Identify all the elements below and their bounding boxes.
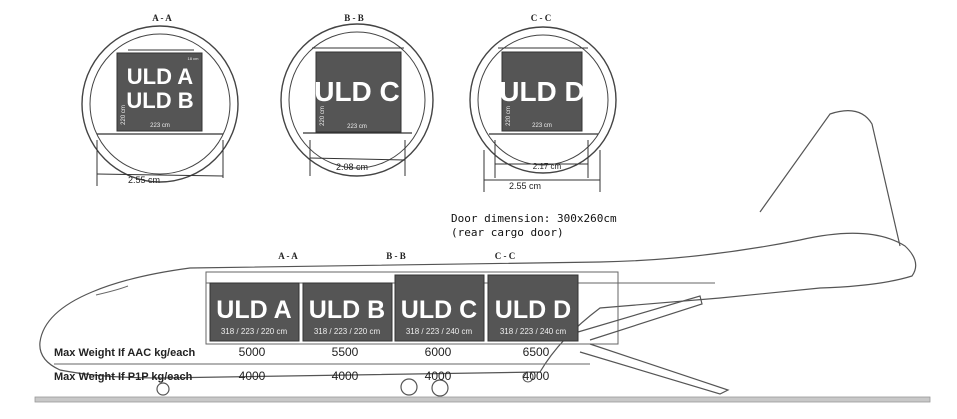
uld-c-dims: 318 / 223 / 240 cm — [406, 327, 473, 336]
uld-c-box: ULD C 318 / 223 / 240 cm — [394, 274, 485, 342]
section-aa-width-label: 223 cm — [150, 123, 170, 129]
uld-a-name: ULD A — [216, 296, 291, 324]
weight-table: Max Weight If AAC kg/each Max Weight If … — [54, 345, 590, 383]
side-marker-aa: A - A — [278, 251, 298, 261]
vertical-tail — [759, 110, 901, 247]
door-note-text: (rear cargo door) — [451, 226, 564, 239]
section-aa-bottom-label: 2.55 cm — [128, 175, 160, 185]
main-wheel-2 — [431, 379, 449, 397]
aac-weight-uld-c: 6000 — [425, 345, 452, 359]
uld-b-dims: 318 / 223 / 220 cm — [314, 327, 381, 336]
section-bb-title: B - B — [344, 13, 364, 23]
cockpit-line — [95, 285, 129, 296]
section-aa-outer-circle — [81, 25, 239, 183]
uld-b-box: ULD B 318 / 223 / 220 cm — [302, 282, 393, 342]
cargo-door-open — [579, 343, 730, 395]
section-bb-uld-box — [315, 51, 402, 133]
uld-d-dims: 318 / 223 / 240 cm — [500, 327, 567, 336]
p1p-weight-uld-c: 4000 — [425, 369, 452, 383]
section-aa-title: A - A — [152, 13, 172, 23]
section-aa-corner-label: 18 cm — [188, 56, 200, 61]
section-cc-outer-circle — [469, 26, 617, 174]
p1p-weight-uld-a: 4000 — [239, 369, 266, 383]
nose-wheel — [156, 382, 170, 396]
section-cc: C - C ULD D 223 cm 220 cm 2.17 cm 2.55 c… — [469, 13, 617, 192]
section-aa: A - A ULD A ULD B 223 cm 220 cm 18 cm 2.… — [81, 13, 239, 186]
uld-d-box: ULD D 318 / 223 / 240 cm — [487, 274, 579, 342]
section-aa-height-label: 220 cm — [121, 105, 127, 125]
uld-d-name: ULD D — [495, 296, 571, 324]
section-bb-height-label: 220 cm — [320, 106, 326, 126]
side-marker-bb: B - B — [386, 251, 406, 261]
aac-weight-uld-b: 5500 — [332, 345, 359, 359]
section-cc-inner-circle — [477, 34, 609, 166]
uld-b-name: ULD B — [309, 296, 385, 324]
aac-weight-label: Max Weight If AAC kg/each — [54, 347, 195, 359]
section-aa-uld-b-label: ULD B — [126, 88, 193, 113]
p1p-weight-uld-b: 4000 — [332, 369, 359, 383]
section-cc-uld-label: ULD D — [499, 76, 585, 107]
section-bb-dim-line — [309, 157, 406, 161]
wheel-fairing — [522, 371, 534, 383]
section-cc-height-label: 220 cm — [506, 106, 512, 126]
uld-a-box: ULD A 318 / 223 / 220 cm — [209, 282, 300, 342]
section-aa-uld-box — [116, 52, 203, 132]
section-bb-width-label: 223 cm — [347, 124, 367, 130]
side-marker-cc: C - C — [495, 251, 516, 261]
section-cc-bottom-label: 2.55 cm — [509, 181, 541, 191]
section-cc-uld-box — [501, 51, 583, 132]
section-bb-bottom-label: 2.08 cm — [336, 162, 368, 172]
p1p-weight-label: Max Weight If P1P kg/each — [54, 371, 193, 383]
aac-weight-uld-a: 5000 — [239, 345, 266, 359]
section-bb-inner-circle — [288, 31, 426, 169]
cargo-hold-frame — [205, 271, 619, 345]
section-cc-width-label: 223 cm — [532, 123, 552, 129]
section-cc-inner-label: 2.17 cm — [533, 162, 562, 171]
main-wheel-1 — [400, 378, 418, 396]
section-bb-outer-circle — [280, 23, 434, 177]
section-aa-uld-a-label: ULD A — [127, 64, 194, 89]
uld-c-name: ULD C — [401, 296, 477, 324]
aac-weight-uld-d: 6500 — [523, 345, 550, 359]
section-bb: B - B ULD C 223 cm 220 cm 2.08 cm — [280, 13, 434, 177]
p1p-weight-uld-d: 4000 — [523, 369, 550, 383]
section-aa-dim-line — [96, 173, 224, 177]
section-bb-uld-label: ULD C — [314, 76, 400, 107]
door-dimension-text: Door dimension: 300x260cm — [451, 212, 617, 225]
section-cc-title: C - C — [531, 13, 552, 23]
ground-line — [34, 396, 931, 403]
uld-a-dims: 318 / 223 / 220 cm — [221, 327, 288, 336]
rear-ramp — [577, 295, 703, 341]
section-aa-inner-circle — [89, 33, 231, 175]
